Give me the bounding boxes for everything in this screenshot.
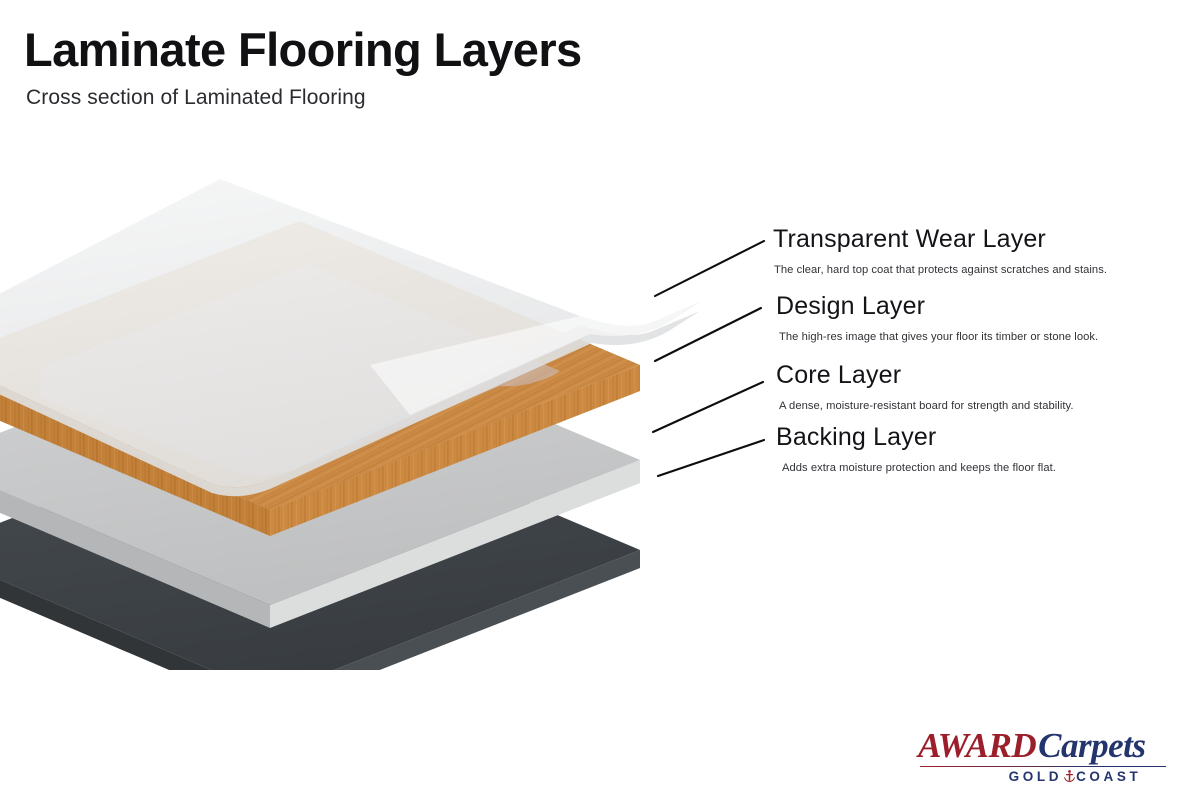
logo-divider-rule [920, 766, 1166, 768]
logo-coast-text: COAST [1076, 769, 1142, 784]
logo-award-text: AWARD [918, 726, 1037, 765]
callout-description: The high-res image that gives your floor… [779, 330, 1099, 343]
layer-transparent-wear [0, 179, 700, 497]
callout-design-layer: Design Layer The high-res image that giv… [776, 292, 1099, 344]
callout-core-layer: Core Layer A dense, moisture-resistant b… [776, 361, 1074, 413]
callout-title: Core Layer [776, 361, 902, 389]
logo-tagline: GOLD COAST [980, 768, 1170, 787]
anchor-icon [1064, 769, 1075, 787]
callout-transparent-wear-layer: Transparent Wear Layer The clear, hard t… [773, 225, 1107, 277]
page-title: Laminate Flooring Layers [24, 23, 582, 76]
logo-gold-text: GOLD [1008, 769, 1063, 784]
callout-title: Transparent Wear Layer [773, 225, 1046, 253]
callout-description: Adds extra moisture protection and keeps… [782, 461, 1056, 474]
page-subtitle: Cross section of Laminated Flooring [26, 86, 366, 109]
award-carpets-logo: AWARDCarpets GOLD COAST [918, 726, 1168, 784]
callout-backing-layer: Backing Layer Adds extra moisture protec… [776, 423, 1056, 475]
callout-title: Design Layer [776, 292, 926, 320]
callout-title: Backing Layer [776, 423, 937, 451]
callout-description: A dense, moisture-resistant board for st… [779, 399, 1074, 412]
logo-wordmark: AWARDCarpets [918, 726, 1168, 765]
logo-carpets-text: Carpets [1038, 726, 1146, 765]
callout-description: The clear, hard top coat that protects a… [774, 263, 1107, 276]
laminate-layer-stack-illustration [0, 179, 700, 670]
